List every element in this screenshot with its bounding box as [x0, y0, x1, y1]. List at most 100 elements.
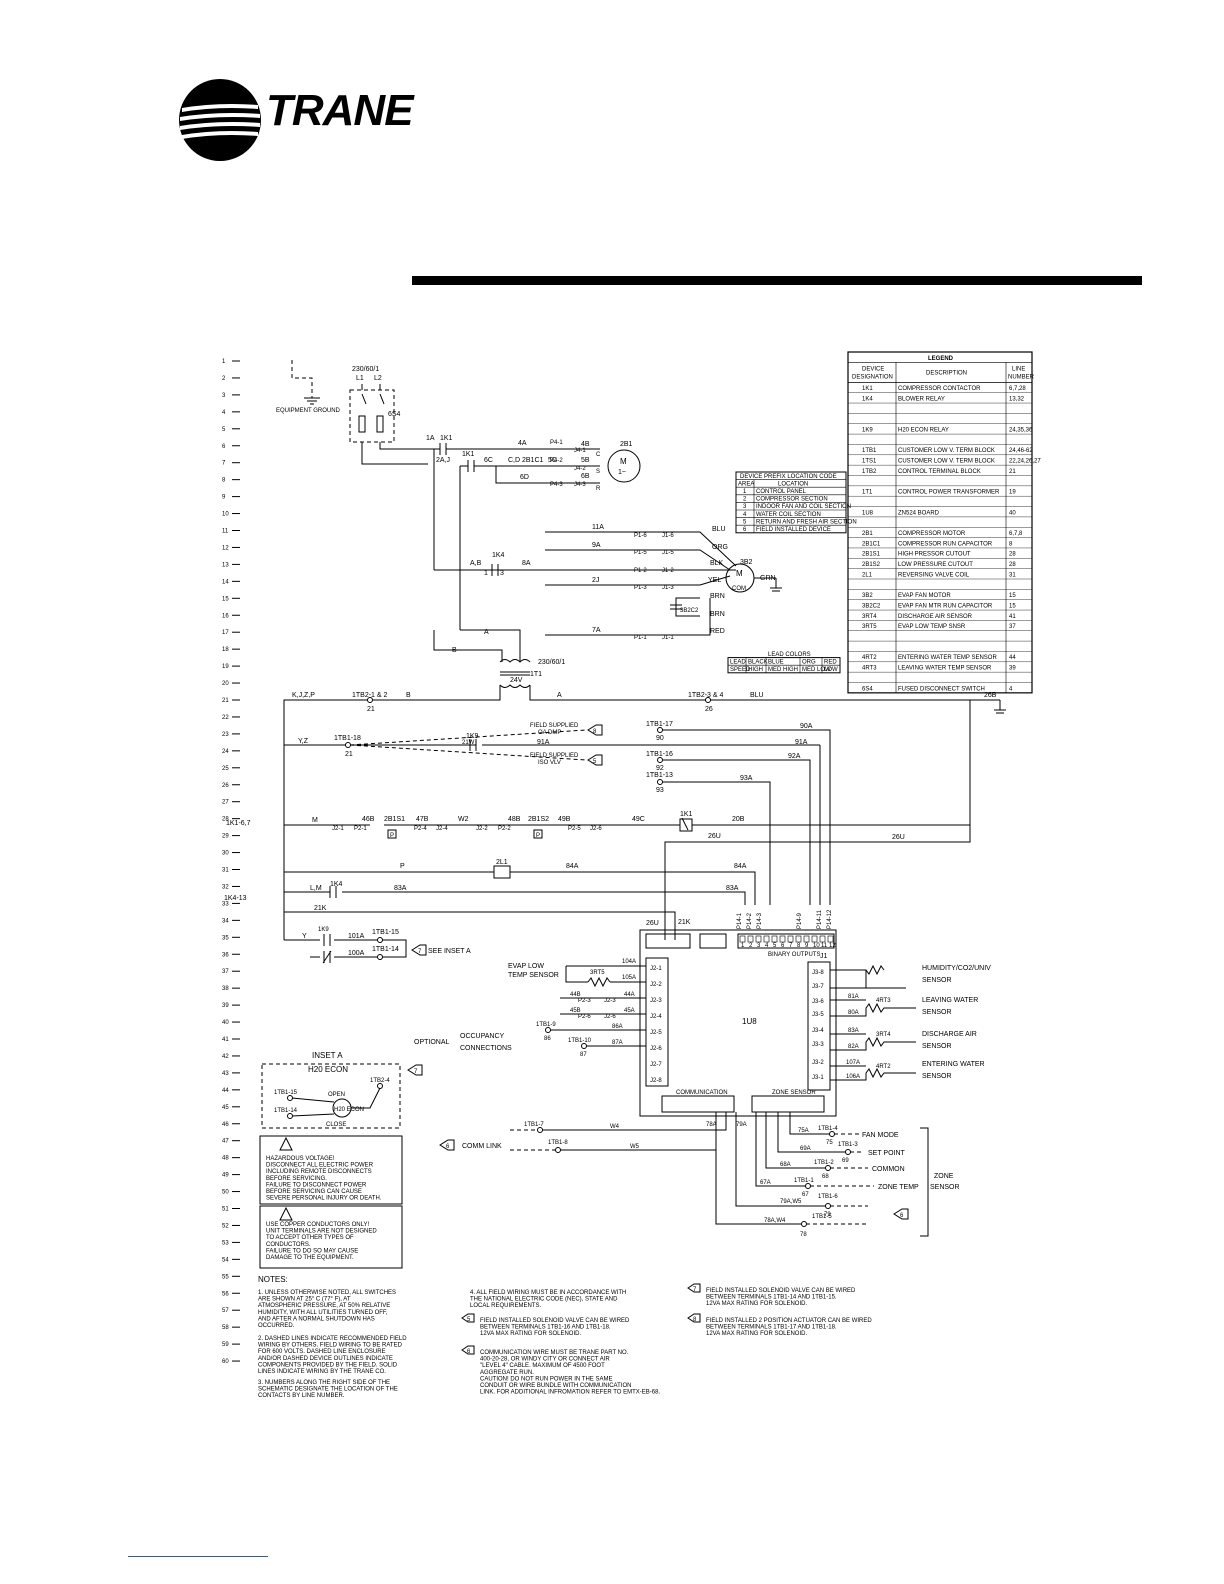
- text-line: 1. UNLESS OTHERWISE NOTED, ALL SWITCHES: [258, 1290, 396, 1296]
- svg-text:46B: 46B: [362, 816, 375, 823]
- svg-text:J4-1: J4-1: [574, 448, 586, 454]
- svg-text:5C: 5C: [548, 457, 557, 464]
- svg-text:K,J,Z,P: K,J,Z,P: [292, 692, 315, 699]
- notes: NOTES: 1. UNLESS OTHERWISE NOTED, ALL SW…: [258, 1275, 872, 1399]
- svg-text:86A: 86A: [612, 1024, 623, 1030]
- legend-description: HIGH PRESSOR CUTOUT: [898, 552, 971, 558]
- svg-text:FIELD INSTALLED SOLENOID VALVE: FIELD INSTALLED SOLENOID VALVE CAN BE WI…: [706, 1288, 856, 1307]
- line-number: 50: [222, 1190, 229, 1196]
- svg-text:68: 68: [822, 1174, 829, 1180]
- svg-text:26U: 26U: [708, 833, 721, 840]
- svg-text:ISO VLV: ISO VLV: [538, 760, 561, 766]
- svg-text:93A: 93A: [740, 775, 753, 782]
- svg-text:92A: 92A: [788, 753, 801, 760]
- legend-description: EVAP LOW TEMP SNSR: [898, 624, 966, 630]
- svg-text:J2-1: J2-1: [650, 966, 662, 972]
- svg-text:1K1: 1K1: [680, 811, 693, 818]
- svg-text:93: 93: [656, 787, 664, 794]
- svg-text:DISCHARGE AIR: DISCHARGE AIR: [922, 1031, 977, 1038]
- text-line: USE COPPER CONDUCTORS ONLY!: [266, 1222, 369, 1228]
- prefix-table-area: 6: [743, 527, 747, 533]
- svg-text:A: A: [484, 629, 489, 636]
- svg-text:79A: 79A: [736, 1122, 747, 1128]
- svg-text:R: R: [596, 486, 601, 492]
- svg-text:J3-3: J3-3: [812, 1042, 824, 1048]
- text-line: LOCAL REQUIREMENTS.: [470, 1303, 541, 1309]
- svg-text:81A: 81A: [848, 994, 859, 1000]
- svg-text:107A: 107A: [846, 1060, 860, 1066]
- line-number: 1: [222, 359, 226, 365]
- svg-text:1TB1-7: 1TB1-7: [524, 1122, 544, 1128]
- legend-description: COMPRESSOR MOTOR: [898, 531, 966, 537]
- prefix-table-location: WATER COIL SECTION: [756, 512, 821, 518]
- text-line: AGGREGATE RUN.: [480, 1370, 534, 1376]
- legend-title: LEGEND: [928, 356, 954, 362]
- svg-text:J3-5: J3-5: [812, 1012, 824, 1018]
- svg-text:1TB1-15: 1TB1-15: [274, 1090, 298, 1096]
- legend-description: REVERSING VALVE COIL: [898, 572, 970, 578]
- output-pin-number: 12: [829, 943, 836, 949]
- svg-text:80A: 80A: [848, 1010, 859, 1016]
- svg-text:OA DMP: OA DMP: [538, 730, 561, 736]
- line-number: 41: [222, 1037, 229, 1043]
- warning-hazardous-voltage: HAZARDOUS VOLTAGE!DISCONNECT ALL ELECTRI…: [259, 1135, 403, 1205]
- lead-table-cell: LOW: [824, 667, 838, 673]
- svg-text:7: 7: [693, 1287, 697, 1293]
- svg-text:J2-5: J2-5: [650, 1030, 662, 1036]
- legend-line-number: 28: [1009, 562, 1016, 568]
- legend-description: LOW PRESSURE CUTOUT: [898, 562, 973, 568]
- svg-text:1TB1-4: 1TB1-4: [818, 1126, 838, 1132]
- svg-text:82A: 82A: [848, 1044, 859, 1050]
- svg-text:BLU: BLU: [712, 526, 726, 533]
- svg-text:26: 26: [705, 706, 713, 713]
- svg-text:J3-4: J3-4: [812, 1028, 824, 1034]
- text-line: FAILURE TO DO SO MAY CAUSE: [266, 1248, 358, 1254]
- svg-text:1TB1-3: 1TB1-3: [838, 1142, 858, 1148]
- line-number: 11: [222, 529, 229, 535]
- svg-text:21: 21: [345, 751, 353, 758]
- svg-text:P2-6: P2-6: [578, 1014, 591, 1020]
- svg-text:6: 6: [446, 1144, 450, 1150]
- output-pin-number: 4: [765, 943, 769, 949]
- legend-line-number: 31: [1009, 572, 1016, 578]
- svg-text:91A: 91A: [795, 739, 808, 746]
- text-line: COMPONENTS PROVIDED BY THE FIELD. SOLID: [258, 1362, 398, 1368]
- line-number: 7: [222, 461, 226, 467]
- text-line: CONDUIT OR WIRE BUNDLE WITH COMMUNICATIO…: [480, 1383, 631, 1389]
- inset-a: INSET A H20 ECON 7 1TB1-15 1TB1-14 1TB2-…: [261, 1051, 423, 1129]
- svg-text:45A: 45A: [624, 1008, 635, 1014]
- text-line: AND/OR DASHED DEVICE OUTLINES INDICATE: [258, 1356, 393, 1362]
- svg-text:3: 3: [500, 570, 504, 577]
- legend-designation: 1K9: [862, 428, 873, 434]
- svg-text:6S4: 6S4: [388, 411, 401, 418]
- line-number: 17: [222, 630, 229, 636]
- prefix-table-title: DEVICE PREFIX LOCATION CODE: [740, 474, 837, 480]
- legend-description: DISCHARGE AIR SENSOR: [898, 614, 973, 620]
- legend-line-number: 24,35,36: [1009, 428, 1033, 434]
- legend-description: CUSTOMER LOW V. TERM BLOCK: [898, 448, 995, 454]
- line-number: 42: [222, 1054, 229, 1060]
- svg-text:47B: 47B: [416, 816, 429, 823]
- text-line: CONTACTS BY LINE NUMBER.: [258, 1393, 345, 1399]
- output-pin-number: 8: [797, 943, 801, 949]
- svg-text:1TB1-18: 1TB1-18: [334, 735, 361, 742]
- line-number: 35: [222, 935, 229, 941]
- legend-designation: 3B2C2: [862, 603, 881, 609]
- line-number: 12: [222, 545, 229, 551]
- legend-designation: 4RT2: [862, 655, 877, 661]
- line-number: 10: [222, 512, 229, 518]
- svg-text:3B2C2: 3B2C2: [680, 608, 699, 614]
- prefix-table-header: AREA: [738, 481, 754, 487]
- svg-text:HUMIDITY/CO2/UNIV: HUMIDITY/CO2/UNIV: [922, 965, 991, 972]
- svg-text:J3-1: J3-1: [812, 1075, 824, 1081]
- text-line: SEVERE PERSONAL INJURY OR DEATH.: [266, 1196, 382, 1202]
- legend-designation: 3RT5: [862, 624, 877, 630]
- svg-text:44A: 44A: [624, 992, 635, 998]
- svg-text:79: 79: [824, 1212, 831, 1218]
- line-number: 20: [222, 681, 229, 687]
- svg-text:P2-4: P2-4: [414, 826, 427, 832]
- svg-text:92: 92: [656, 765, 664, 772]
- svg-text:CONNECTIONS: CONNECTIONS: [460, 1045, 512, 1052]
- svg-text:1K4: 1K4: [330, 881, 343, 888]
